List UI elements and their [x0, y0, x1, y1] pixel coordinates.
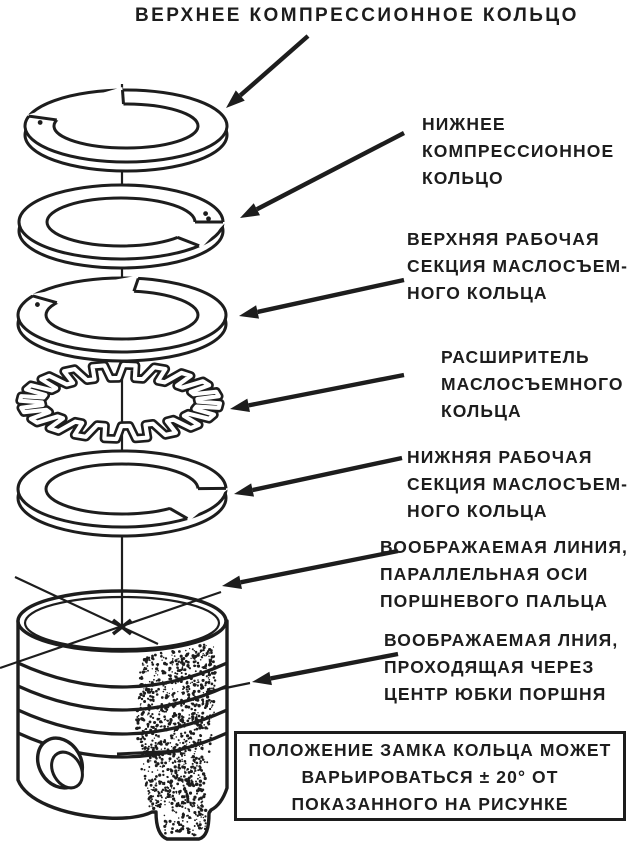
arrow-lower-oil-rail: [234, 455, 403, 497]
arrow-oil-ring-expander: [230, 372, 405, 413]
label-line: ВЕРХНЯЯ РАБОЧАЯ: [407, 229, 600, 249]
label-line: ПАРАЛЛЕЛЬНАЯ ОСИ: [380, 564, 589, 584]
upper-oil-rail-ring: [16, 275, 228, 363]
lower-compression-ring: [17, 183, 226, 270]
label-line: КОМПРЕССИОННОЕ: [422, 141, 615, 161]
label-line: КОЛЬЦО: [422, 168, 504, 188]
piston-ring-grooves: [17, 661, 228, 759]
arrow-pin-axis-line: [222, 548, 399, 589]
note-line: ПОЛОЖЕНИЕ ЗАМКА КОЛЬЦА МОЖЕТ: [248, 740, 612, 760]
label-line: КОЛЬЦА: [441, 401, 522, 421]
pin-axis-imaginary-line: [0, 590, 222, 670]
label-oil-ring-expander: РАСШИРИТЕЛЬ МАСЛОСЪЕМНОГО КОЛЬЦА: [441, 344, 624, 425]
label-line: СЕКЦИЯ МАСЛОСЪЕМ-: [407, 474, 629, 494]
label-line: ПРОХОДЯЩАЯ ЧЕРЕЗ: [384, 657, 595, 677]
label-line: МАСЛОСЪЕМНОГО: [441, 374, 624, 394]
figure-title: ВЕРХНЕЕ КОМПРЕССИОННОЕ КОЛЬЦО: [135, 5, 579, 26]
label-line: НИЖНЕЕ: [422, 114, 506, 134]
arrow-lower-compression-ring: [240, 131, 406, 218]
piston-pointer-line: [116, 749, 182, 756]
lower-oil-rail-ring: [16, 449, 229, 538]
pin-bore: [35, 736, 85, 790]
label-lower-oil-rail: НИЖНЯЯ РАБОЧАЯ СЕКЦИЯ МАСЛОСЪЕМ- НОГО КО…: [407, 444, 628, 525]
top-compression-ring: [23, 87, 229, 173]
label-line: ВООБРАЖАЕМАЯ ЛНИЯ,: [384, 630, 619, 650]
label-line: СЕКЦИЯ МАСЛОСЪЕМ-: [407, 256, 629, 276]
label-pin-axis-line: ВООБРАЖАЕМАЯ ЛИНИЯ, ПАРАЛЛЕЛЬНАЯ ОСИ ПОР…: [380, 534, 628, 615]
note-line: ПОКАЗАННОГО НА РИСУНКЕ: [291, 794, 569, 814]
arrow-top-compression-ring: [226, 34, 310, 108]
label-upper-oil-rail: ВЕРХНЯЯ РАБОЧАЯ СЕКЦИЯ МАСЛОСЪЕМ- НОГО К…: [407, 226, 628, 307]
label-line: НОГО КОЛЬЦА: [407, 283, 548, 303]
note-box: ПОЛОЖЕНИЕ ЗАМКА КОЛЬЦА МОЖЕТ ВАРЬИРОВАТЬ…: [234, 731, 626, 821]
label-line: ЦЕНТР ЮБКИ ПОРШНЯ: [384, 684, 607, 704]
oil-ring-expander: [15, 360, 225, 444]
label-line: ПОРШНЕВОГО ПАЛЬЦА: [380, 591, 609, 611]
label-lower-compression-ring: НИЖНЕЕ КОМПРЕССИОННОЕ КОЛЬЦО: [422, 111, 614, 192]
arrow-skirt-center-line: [252, 651, 399, 686]
note-line: ВАРЬИРОВАТЬСЯ ± 20° ОТ: [301, 767, 559, 787]
label-line: РАСШИРИТЕЛЬ: [441, 347, 590, 367]
skirt-arrow-leader: [205, 681, 251, 694]
label-line: НОГО КОЛЬЦА: [407, 501, 548, 521]
label-line: НИЖНЯЯ РАБОЧАЯ: [407, 447, 593, 467]
label-skirt-center-line: ВООБРАЖАЕМАЯ ЛНИЯ, ПРОХОДЯЩАЯ ЧЕРЕЗ ЦЕНТ…: [384, 627, 618, 708]
label-line: ВООБРАЖАЕМАЯ ЛИНИЯ,: [380, 537, 628, 557]
arrow-upper-oil-rail: [239, 277, 405, 319]
skirt-center-imaginary-line: [14, 576, 159, 645]
